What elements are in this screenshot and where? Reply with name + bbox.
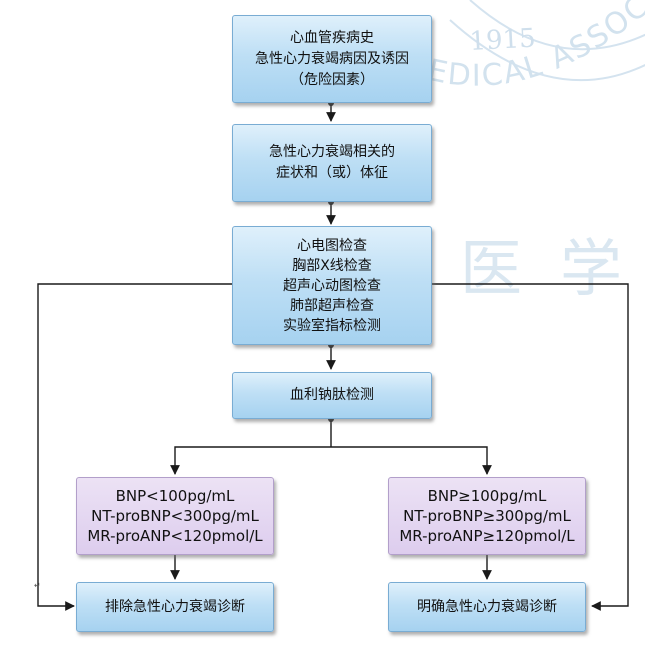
box-natriuretic-label: 血利钠肽检测: [290, 387, 374, 403]
box-symptoms-line-1: 急性心力衰竭相关的: [269, 144, 395, 160]
box-exams: 心电图检查 胸部X线检查 超声心动图检查 肺部超声检查 实验室指标检测: [232, 226, 432, 345]
box-low-bnp: BNP<100pg/mL: [115, 487, 235, 505]
box-symptoms-line-2: 症状和（或）体征: [276, 165, 388, 181]
box-high-bnp: BNP≥100pg/mL: [427, 487, 547, 505]
box-exclude-diagnosis: 排除急性心力衰竭诊断: [76, 582, 274, 632]
arrow-split-high: [331, 446, 492, 475]
box-exams-line-3: 超声心动图检查: [283, 277, 381, 294]
box-history-line-1: 心血管疾病史: [290, 29, 374, 46]
box-low-ntprobnp: NT-proBNP<300pg/mL: [91, 507, 259, 525]
box-history: 心血管疾病史 急性心力衰竭病因及诱因 （危险因素）: [232, 15, 432, 103]
arrow-exams-exclude-bypass: [37, 283, 232, 611]
box-exams-line-5: 实验室指标检测: [283, 317, 381, 334]
box-exclude-label: 排除急性心力衰竭诊断: [105, 598, 245, 615]
box-high-mrproanp: MR-proANP≥120pmol/L: [399, 527, 575, 545]
box-confirm-label: 明确急性心力衰竭诊断: [417, 598, 557, 615]
box-low-threshold: BNP<100pg/mL NT-proBNP<300pg/mL MR-proAN…: [76, 477, 274, 555]
box-low-mrproanp: MR-proANP<120pmol/L: [87, 527, 263, 545]
box-exams-line-1: 心电图检查: [297, 237, 367, 254]
box-history-line-2: 急性心力衰竭病因及诱因: [255, 50, 409, 67]
box-confirm-diagnosis: 明确急性心力衰竭诊断: [388, 582, 586, 632]
box-exams-line-2: 胸部X线检查: [292, 257, 372, 274]
box-high-ntprobnp: NT-proBNP≥300pg/mL: [403, 507, 571, 525]
box-natriuretic: 血利钠肽检测: [232, 372, 432, 419]
arrow-exams-confirm-bypass: [432, 283, 629, 611]
arrow-split-low: [170, 446, 331, 475]
box-high-threshold: BNP≥100pg/mL NT-proBNP≥300pg/mL MR-proAN…: [388, 477, 586, 555]
box-history-line-3: （危险因素）: [290, 71, 374, 88]
box-symptoms: 急性心力衰竭相关的 症状和（或）体征: [232, 124, 432, 202]
box-exams-line-4: 肺部超声检查: [290, 297, 374, 314]
footnote-mark: ↵: [34, 581, 41, 590]
